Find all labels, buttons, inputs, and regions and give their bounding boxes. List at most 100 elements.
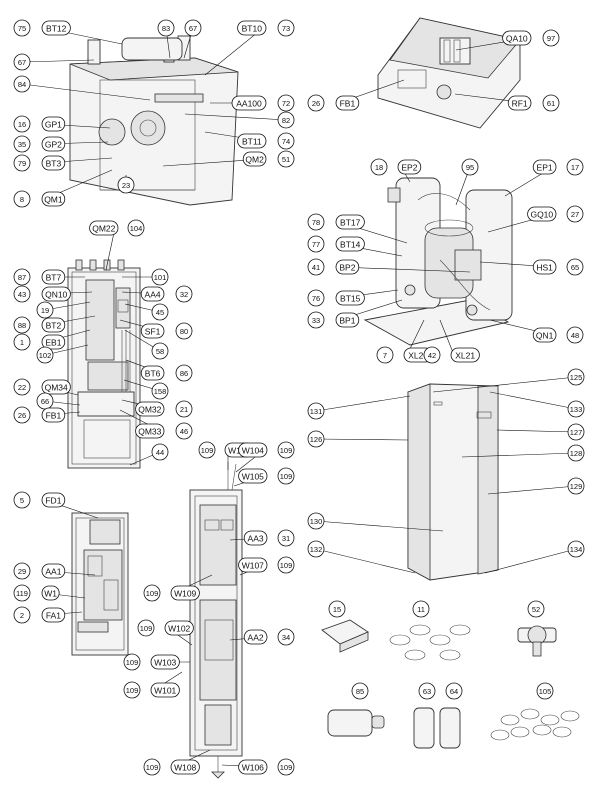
code-capsule: [41, 136, 66, 152]
callout-code: SF1: [145, 327, 161, 337]
callout-bubble: [277, 19, 295, 37]
callout-code: AA100: [236, 99, 262, 109]
callout-number: 58: [156, 347, 164, 356]
code-capsule: [450, 347, 480, 363]
callout-bubble: [36, 346, 54, 364]
callout-code: QN1: [536, 331, 554, 341]
code-capsule: [532, 327, 557, 343]
code-capsule: [170, 759, 200, 775]
callout-number: 41: [312, 263, 320, 272]
accessory-label: 105: [536, 682, 554, 700]
accessory-label: 15: [328, 600, 346, 618]
callout-number: 66: [41, 397, 49, 406]
callout-number: 27: [571, 210, 579, 219]
callout-bubble: [175, 422, 193, 440]
callout-bubble: [175, 322, 193, 340]
code-capsule: [41, 334, 66, 350]
callout-number: 67: [189, 24, 197, 33]
callout: 133: [489, 391, 585, 418]
callout-bubble: [13, 115, 31, 133]
code-capsule: [41, 563, 66, 579]
callout-number: 109: [280, 561, 293, 570]
leader-line: [439, 319, 455, 356]
callout-bubble: [542, 94, 560, 112]
callout-number: 45: [156, 308, 164, 317]
callout-bubble: [13, 53, 31, 71]
callout-bubble: [143, 584, 161, 602]
code-capsule: [238, 468, 268, 484]
callout-bubble: [423, 346, 441, 364]
code-capsule: [237, 20, 267, 36]
code-capsule: [140, 286, 165, 302]
leader-line: [315, 438, 409, 441]
callout-bubble: [307, 540, 325, 558]
code-capsule: [527, 206, 557, 222]
callout-number: 1: [20, 338, 24, 347]
callout-code: EP2: [401, 163, 417, 173]
callout-number: 97: [547, 34, 555, 43]
callout-bubble: [13, 406, 31, 424]
callout-bubble: [566, 158, 584, 176]
callout-code: BT11: [242, 137, 262, 147]
callout-number: 82: [282, 116, 290, 125]
callout-bubble: [307, 430, 325, 448]
callout: 23: [117, 175, 135, 194]
callout-code: W105: [242, 472, 264, 482]
callout-code: BT14: [340, 240, 361, 250]
callout-bubble: [157, 19, 175, 37]
callout-number: 44: [156, 448, 164, 457]
code-capsule: [507, 95, 532, 111]
callout-code: BT2: [46, 321, 62, 331]
callout: 158: [123, 379, 169, 400]
callout-bubble: [566, 258, 584, 276]
callout: 67: [183, 19, 202, 59]
callout-bubble: [567, 423, 585, 441]
code-capsule: [41, 407, 66, 423]
code-capsule: [140, 365, 165, 381]
code-capsule: [41, 607, 66, 623]
callout-code: QM1: [44, 195, 63, 205]
code-capsule: [532, 259, 557, 275]
callout-bubble: [13, 154, 31, 172]
callout-code: EB1: [45, 338, 61, 348]
callout-bubble: [307, 402, 325, 420]
callout-bubble: [277, 628, 295, 646]
callout-number: 83: [162, 24, 170, 33]
callout-number: 17: [571, 163, 579, 172]
callout-code: W101: [154, 686, 176, 696]
callout-bubble: [307, 213, 325, 231]
callout-bubble: [184, 19, 202, 37]
callout-number: 126: [310, 435, 323, 444]
callout-number: 127: [570, 428, 583, 437]
callout-bubble: [13, 333, 31, 351]
callout-bubble: [307, 289, 325, 307]
callout-number: 7: [383, 351, 387, 360]
callout-bubble: [542, 29, 560, 47]
callout-number: 102: [39, 351, 52, 360]
callout-number: 87: [18, 273, 26, 282]
callout-bubble: [151, 382, 169, 400]
callout-number: 51: [282, 155, 290, 164]
callout-bubble: [13, 190, 31, 208]
accessory-number: 105: [539, 687, 552, 696]
drawing-electrical-box: [377, 17, 521, 129]
callout-code: W109: [174, 589, 196, 599]
callout-bubble: [151, 342, 169, 360]
callout-number: 109: [280, 763, 293, 772]
callout-number: 29: [18, 567, 26, 576]
callout-code: W106: [242, 763, 264, 773]
